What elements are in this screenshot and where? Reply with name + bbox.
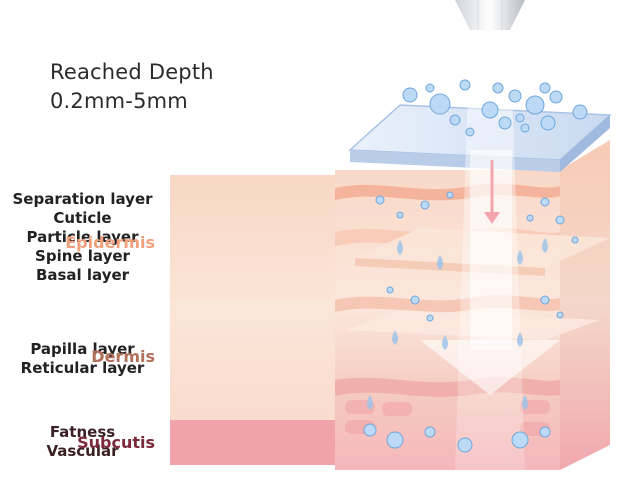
skin-block-right-face <box>560 140 610 470</box>
layer-item: Basal layer <box>35 266 130 284</box>
layer-item: Spine layer <box>35 247 130 265</box>
dermis-label: Dermis <box>91 347 155 366</box>
subcutis-label: Subcutis <box>77 433 155 452</box>
title-line-1: Reached Depth <box>50 60 214 84</box>
epidermis-band <box>170 175 335 300</box>
epidermis-label: Epidermis <box>65 233 155 252</box>
dermis-band <box>170 300 335 420</box>
dermis-layer-list: Papilla layer Reticular layer <box>0 340 165 378</box>
subcutis-layer-list: Fatness Vascular <box>0 423 165 461</box>
title-line-2: 0.2mm-5mm <box>50 89 188 113</box>
layer-item: Papilla layer <box>30 340 135 358</box>
layer-item: Vascular <box>46 442 119 460</box>
water-drop-icon <box>367 238 548 410</box>
layer-item: Separation layer <box>12 190 153 208</box>
layer-item: Reticular layer <box>20 359 145 377</box>
water-bubbles-icon <box>363 79 588 453</box>
epidermis-layer-list: Separation layer Cuticle Particle layer … <box>0 190 165 285</box>
layer-item: Particle layer <box>26 228 139 246</box>
downward-arrow-icon <box>420 150 560 395</box>
device-nozzle-icon <box>455 0 525 30</box>
layer-item: Fatness <box>49 423 116 441</box>
layer-item: Cuticle <box>53 209 112 227</box>
subcutis-band <box>170 420 335 465</box>
